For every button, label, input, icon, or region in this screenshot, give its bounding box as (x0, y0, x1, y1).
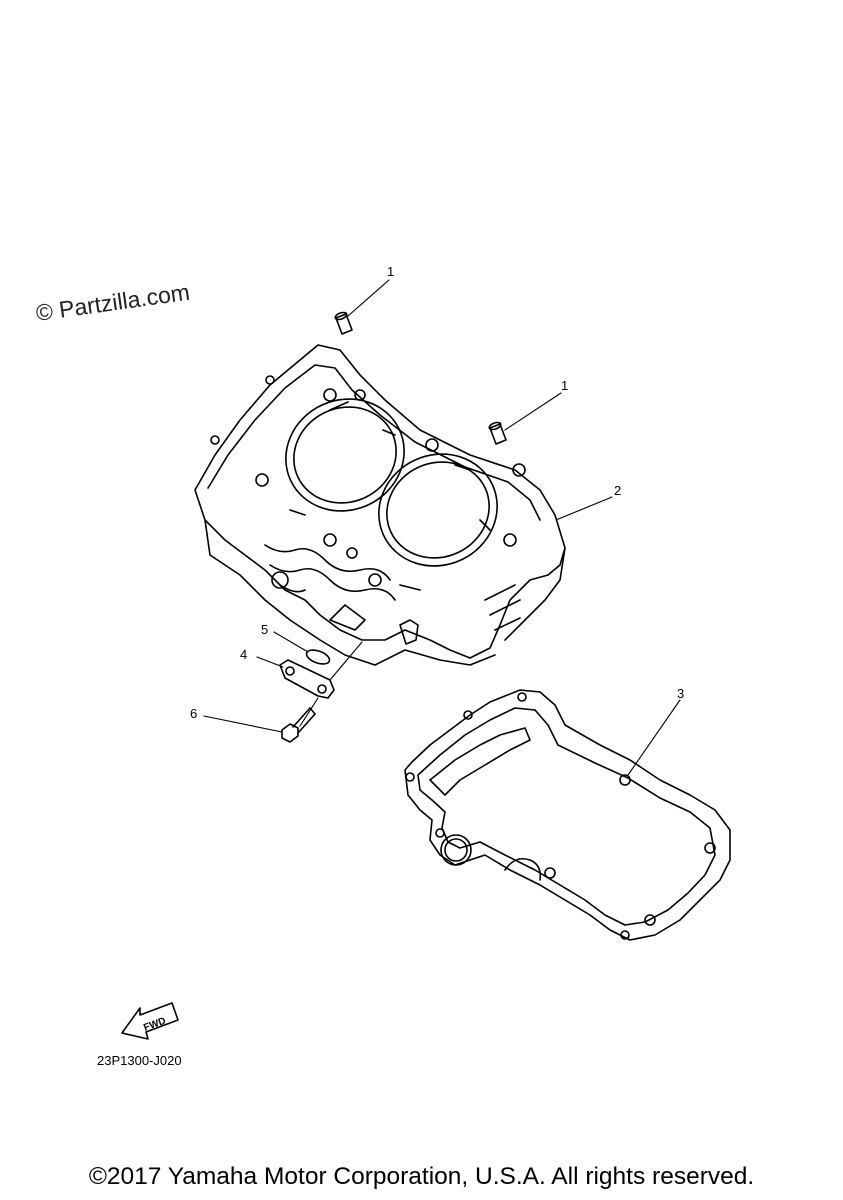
copyright-notice: ©2017 Yamaha Motor Corporation, U.S.A. A… (88, 1163, 755, 1190)
bolt (281, 707, 316, 743)
dowel-pin (334, 311, 353, 335)
dowel-pin (488, 421, 507, 445)
callout-4-bracket: 4 (240, 647, 248, 662)
callout-1-dowel-pin-left: 1 (387, 264, 395, 279)
cylinder-block (194, 344, 566, 666)
leader-lines (203, 279, 681, 776)
o-ring (305, 649, 331, 665)
callout-1-dowel-pin-right: 1 (561, 378, 569, 393)
callout-6-bolt: 6 (190, 706, 198, 721)
callout-3-gasket: 3 (677, 686, 685, 701)
fwd-label: FWD (142, 1016, 167, 1034)
cylinder-gasket (404, 689, 731, 941)
callout-2-cylinder: 2 (614, 483, 622, 498)
diagram-code: 23P1300-J020 (97, 1053, 182, 1068)
bracket (279, 659, 335, 699)
forward-arrow-icon: FWD (121, 1002, 179, 1040)
callout-5-o-ring: 5 (261, 622, 269, 637)
